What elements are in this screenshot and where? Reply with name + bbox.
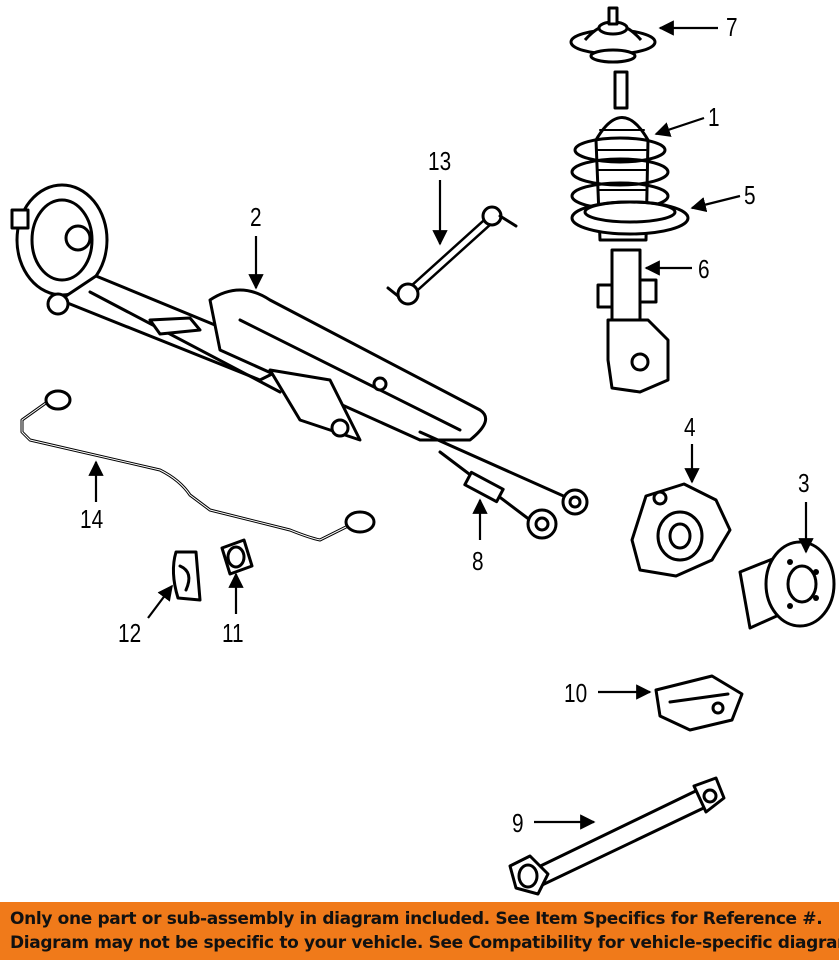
stabilizer-link-drawing: [386, 205, 518, 306]
callout-3: 3: [798, 468, 810, 498]
callout-12: 12: [118, 618, 142, 648]
lateral-link-drawing: [418, 430, 589, 540]
callout-9: 9: [512, 808, 524, 838]
callout-14: 14: [80, 504, 104, 534]
knuckle-drawing: [630, 482, 732, 578]
callout-2: 2: [250, 202, 262, 232]
strut-assembly-drawing: [570, 70, 690, 394]
suspension-parts-diagram: [10, 6, 836, 896]
callout-5: 5: [744, 180, 756, 210]
callout-1: 1: [708, 102, 720, 132]
callout-arrows: [88, 20, 814, 830]
callout-4: 4: [684, 412, 696, 442]
disclaimer-banner: Only one part or sub-assembly in diagram…: [0, 902, 839, 960]
callout-6: 6: [698, 254, 710, 284]
callout-13: 13: [428, 146, 452, 176]
callout-7: 7: [726, 12, 738, 42]
strut-mount-drawing: [569, 6, 657, 64]
bracket-drawing: [171, 550, 202, 602]
hub-drawing: [738, 540, 836, 630]
callout-10: 10: [564, 678, 588, 708]
disclaimer-line-1: Only one part or sub-assembly in diagram…: [10, 909, 823, 929]
callout-11: 11: [222, 618, 244, 648]
axle-beam-drawing: [10, 183, 488, 442]
trailing-arm-drawing: [508, 776, 726, 896]
bushing-drawing: [220, 538, 254, 576]
mount-bracket-drawing: [654, 674, 744, 732]
stabilizer-bar-drawing: [20, 389, 376, 542]
callout-8: 8: [472, 546, 484, 576]
disclaimer-line-2: Diagram may not be specific to your vehi…: [10, 933, 839, 953]
